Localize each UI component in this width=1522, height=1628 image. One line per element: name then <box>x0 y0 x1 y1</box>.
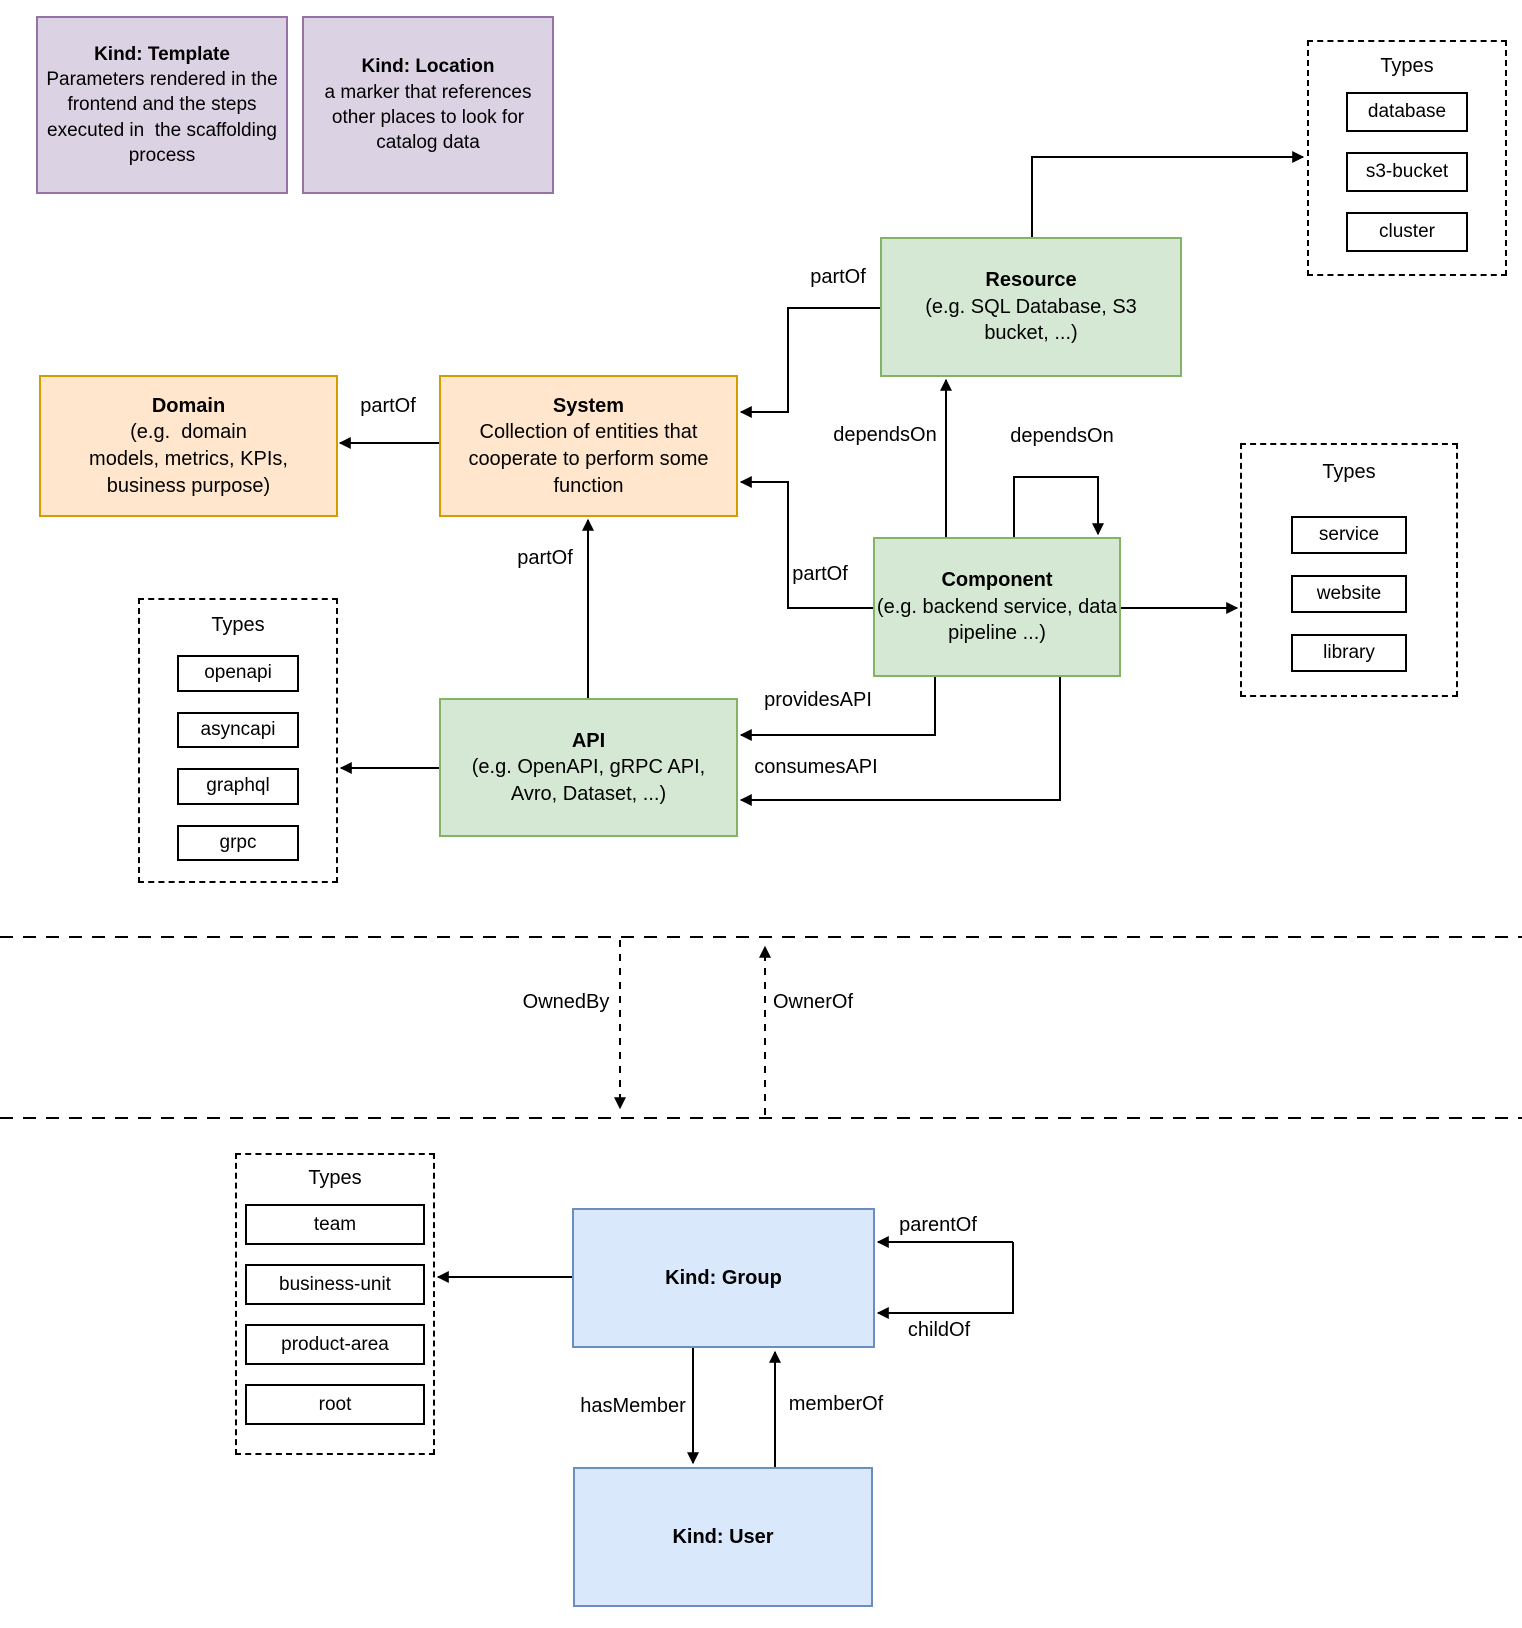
type-chip-cluster: cluster <box>1346 212 1468 252</box>
panel-resource-types: Types database s3-bucket cluster <box>1307 40 1507 276</box>
type-chip-website: website <box>1291 575 1407 613</box>
node-kind-template: Kind: Template Parameters rendered in th… <box>36 16 288 194</box>
type-chip-team: team <box>245 1204 425 1245</box>
node-kind-user: Kind: User <box>573 1467 873 1607</box>
edge-label-api-partof: partOf <box>515 546 575 570</box>
edge-component-dependson-component <box>1013 476 1104 537</box>
edge-label-system-partof: partOf <box>358 394 418 418</box>
edge-label-memberof: memberOf <box>786 1392 886 1416</box>
node-domain: Domain (e.g. domain models, metrics, KPI… <box>39 375 338 517</box>
edge-component-partof-system <box>739 476 873 609</box>
node-domain-title: Domain <box>151 394 226 417</box>
type-chip-root: root <box>245 1384 425 1425</box>
type-chip-library: library <box>1291 634 1407 672</box>
panel-api-types-title: Types <box>211 614 265 636</box>
edge-label-resource-partof: partOf <box>808 265 868 289</box>
panel-api-types: Types openapi asyncapi graphql grpc <box>138 598 338 883</box>
node-kind-group-title: Kind: Group <box>665 1266 782 1289</box>
node-component: Component (e.g. backend service, data pi… <box>873 537 1121 677</box>
panel-group-types: Types team business-unit product-area ro… <box>235 1153 435 1455</box>
type-chip-graphql: graphql <box>177 768 299 805</box>
edge-resource-to-resource-types <box>1031 151 1305 237</box>
edge-label-ownerof: OwnerOf <box>770 990 856 1014</box>
type-chip-asyncapi: asyncapi <box>177 711 299 748</box>
edge-resource-partof-system <box>739 307 880 418</box>
node-kind-location-title: Kind: Location <box>361 56 495 78</box>
panel-component-types: Types service website library <box>1240 443 1458 697</box>
type-chip-grpc: grpc <box>177 824 299 861</box>
node-kind-template-title: Kind: Template <box>94 43 230 65</box>
panel-component-types-title: Types <box>1322 461 1376 483</box>
node-api-title: API <box>571 729 606 752</box>
node-system: System Collection of entities that coope… <box>439 375 738 517</box>
node-resource: Resource (e.g. SQL Database, S3 bucket, … <box>880 237 1182 377</box>
edge-label-dependson-resource: dependsOn <box>831 423 939 447</box>
edge-label-component-partof: partOf <box>790 562 850 586</box>
node-kind-user-title: Kind: User <box>672 1525 774 1548</box>
type-chip-database: database <box>1346 92 1468 132</box>
edge-label-hasmember: hasMember <box>578 1394 688 1418</box>
edge-label-ownedby: OwnedBy <box>520 990 612 1014</box>
type-chip-s3-bucket: s3-bucket <box>1346 152 1468 192</box>
node-api: API (e.g. OpenAPI, gRPC API, Avro, Datas… <box>439 698 738 837</box>
node-system-title: System <box>552 394 625 417</box>
type-chip-product-area: product-area <box>245 1324 425 1365</box>
panel-group-types-title: Types <box>308 1167 362 1189</box>
type-chip-service: service <box>1291 516 1407 554</box>
type-chip-business-unit: business-unit <box>245 1264 425 1305</box>
node-kind-location: Kind: Location a marker that references … <box>302 16 554 194</box>
node-resource-title: Resource <box>985 269 1077 292</box>
panel-resource-types-title: Types <box>1380 55 1434 77</box>
type-chip-openapi: openapi <box>177 655 299 692</box>
node-kind-group: Kind: Group <box>572 1208 875 1348</box>
edge-label-providesapi: providesAPI <box>762 688 874 712</box>
edge-label-childof: childOf <box>905 1318 973 1342</box>
edge-label-dependson-component: dependsOn <box>1008 424 1116 448</box>
edge-label-parentof: parentOf <box>897 1213 979 1237</box>
edge-label-consumesapi: consumesAPI <box>752 755 880 779</box>
node-component-title: Component <box>941 569 1053 592</box>
edge-group-childof <box>876 1242 1014 1319</box>
